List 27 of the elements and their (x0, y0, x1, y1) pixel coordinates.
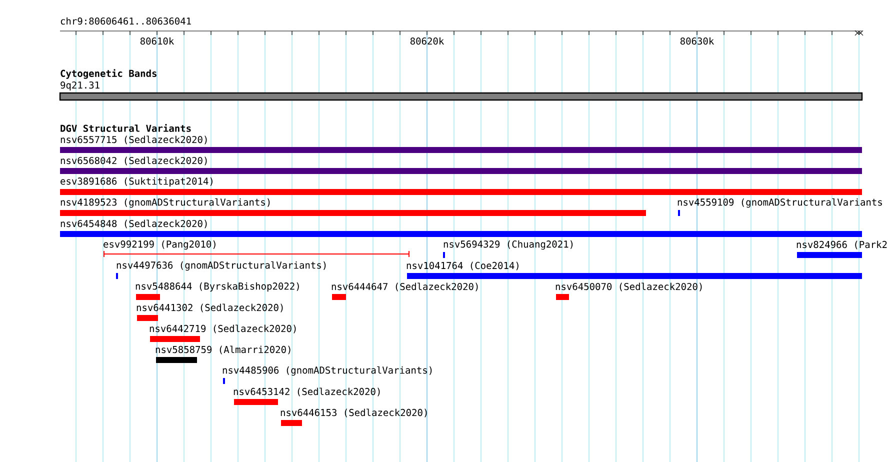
feature-label: nsv6450070 (Sedlazeck2020) (556, 282, 702, 292)
feature-label: nsv4189523 (gnomADStructuralVariants) (60, 198, 270, 208)
feature-label: nsv4559109 (gnomADStructuralVariants (678, 198, 882, 208)
feature-label: nsv6453142 (Sedlazeck2020) (234, 388, 380, 396)
feature-label: nsv6454848 (Sedlazeck2020) (60, 220, 207, 228)
feature-label: nsv6568042 (Sedlazeck2020) (60, 156, 207, 166)
feature-label: nsv1041764 (Coe2014) (406, 262, 518, 270)
feature-label: nsv6446153 (Sedlazeck2020) (280, 408, 427, 418)
feature-label: nsv6557715 (Sedlazeck2020) (60, 136, 207, 144)
feature-label: 9q21.31 (60, 81, 100, 90)
feature-label: esv3891686 (Suktitipat2014) (60, 177, 212, 187)
feature-label: nsv5858759 (Almarri2020) (156, 346, 290, 354)
track-title: DGV Structural Variants (60, 124, 191, 132)
tick-label: 80620k (410, 37, 444, 45)
feature-label: esv992199 (Pang2010) (104, 240, 216, 250)
feature-label: nsv824966 (Park2 (796, 240, 887, 250)
feature-label: nsv6441302 (Sedlazeck2020) (136, 304, 283, 312)
feature-label: nsv6442719 (Sedlazeck2020) (150, 324, 296, 334)
feature-label: nsv5694329 (Chuang2021) (444, 240, 573, 250)
feature-label: nsv6444647 (Sedlazeck2020) (332, 282, 478, 292)
feature-label: nsv4497636 (gnomADStructuralVariants) (116, 261, 326, 271)
feature-label: nsv4485906 (gnomADStructuralVariants) (222, 366, 432, 376)
ruler-label: chr9:80606461..80636041 (60, 17, 191, 25)
feature-label: nsv5488644 (ByrskaBishop2022) (136, 282, 299, 292)
tick-label: 80610k (140, 37, 174, 45)
tick-label: 80630k (680, 37, 714, 45)
track-title: Cytogenetic Bands (60, 69, 156, 79)
